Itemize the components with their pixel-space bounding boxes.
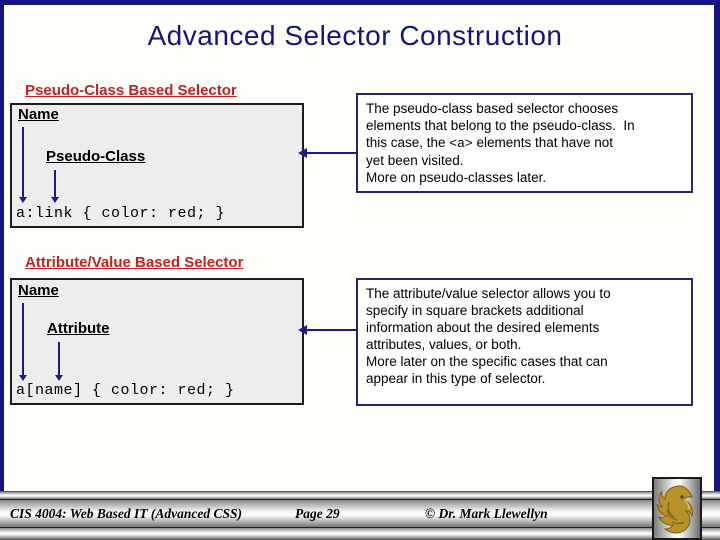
attribute-value-note-box: The attribute/value selector allows you … — [356, 278, 693, 406]
note-text: this case, the — [366, 135, 450, 150]
down-arrow-icon — [19, 303, 27, 381]
css-code-attribute: a[name] { color: red; } — [16, 382, 235, 399]
note-line: The pseudo-class based selector chooses — [366, 101, 619, 116]
ucf-pegasus-logo-icon — [656, 485, 693, 534]
page-title: Advanced Selector Construction — [147, 20, 563, 51]
attribute-value-diagram-box — [10, 278, 304, 405]
diagram-label-attribute: Attribute — [47, 320, 110, 337]
note-line: More later on the specific cases that ca… — [366, 354, 608, 369]
note-text: elements that have not — [472, 135, 614, 150]
note-line: attributes, values, or both. — [366, 337, 522, 352]
footer-copyright: © Dr. Mark Llewellyn — [425, 506, 548, 521]
footer-top-strip — [0, 491, 720, 500]
note-line: this case, the <a> elements that have no… — [366, 134, 683, 152]
note-line: elements that belong to the pseudo-class… — [366, 118, 635, 133]
left-arrow-icon — [298, 325, 356, 335]
pseudo-class-note-box: The pseudo-class based selector chooses … — [356, 93, 693, 193]
diagram-label-pseudo-class: Pseudo-Class — [46, 148, 146, 165]
section-heading-attribute-value: Attribute/Value Based Selector — [25, 254, 244, 271]
note-line: information about the desired elements — [366, 320, 600, 335]
note-line: The attribute/value selector allows you … — [366, 286, 611, 301]
css-code-pseudo-class: a:link { color: red; } — [16, 205, 226, 222]
footer-page-number: Page 29 — [295, 506, 340, 521]
down-arrow-icon — [55, 342, 63, 381]
left-arrow-icon — [298, 148, 356, 158]
diagram-label-name: Name — [18, 282, 59, 299]
down-arrow-icon — [19, 127, 27, 203]
slide-frame — [0, 0, 720, 492]
note-line: specify in square brackets additional — [366, 303, 584, 318]
logo-column — [652, 477, 702, 540]
diagram-label-name: Name — [18, 106, 59, 123]
note-line: appear in this type of selector. — [366, 371, 546, 386]
down-arrow-icon — [51, 170, 59, 203]
note-line: yet been visited. — [366, 153, 464, 168]
footer-course-label: CIS 4004: Web Based IT (Advanced CSS) — [10, 506, 243, 521]
pseudo-class-diagram-box — [10, 103, 304, 228]
inline-code-a-tag: <a> — [449, 136, 473, 151]
footer-bar: CIS 4004: Web Based IT (Advanced CSS) Pa… — [0, 500, 720, 528]
note-line: More on pseudo-classes later. — [366, 170, 547, 185]
footer-bottom-strip — [0, 528, 720, 540]
section-heading-pseudo-class: Pseudo-Class Based Selector — [25, 82, 237, 99]
